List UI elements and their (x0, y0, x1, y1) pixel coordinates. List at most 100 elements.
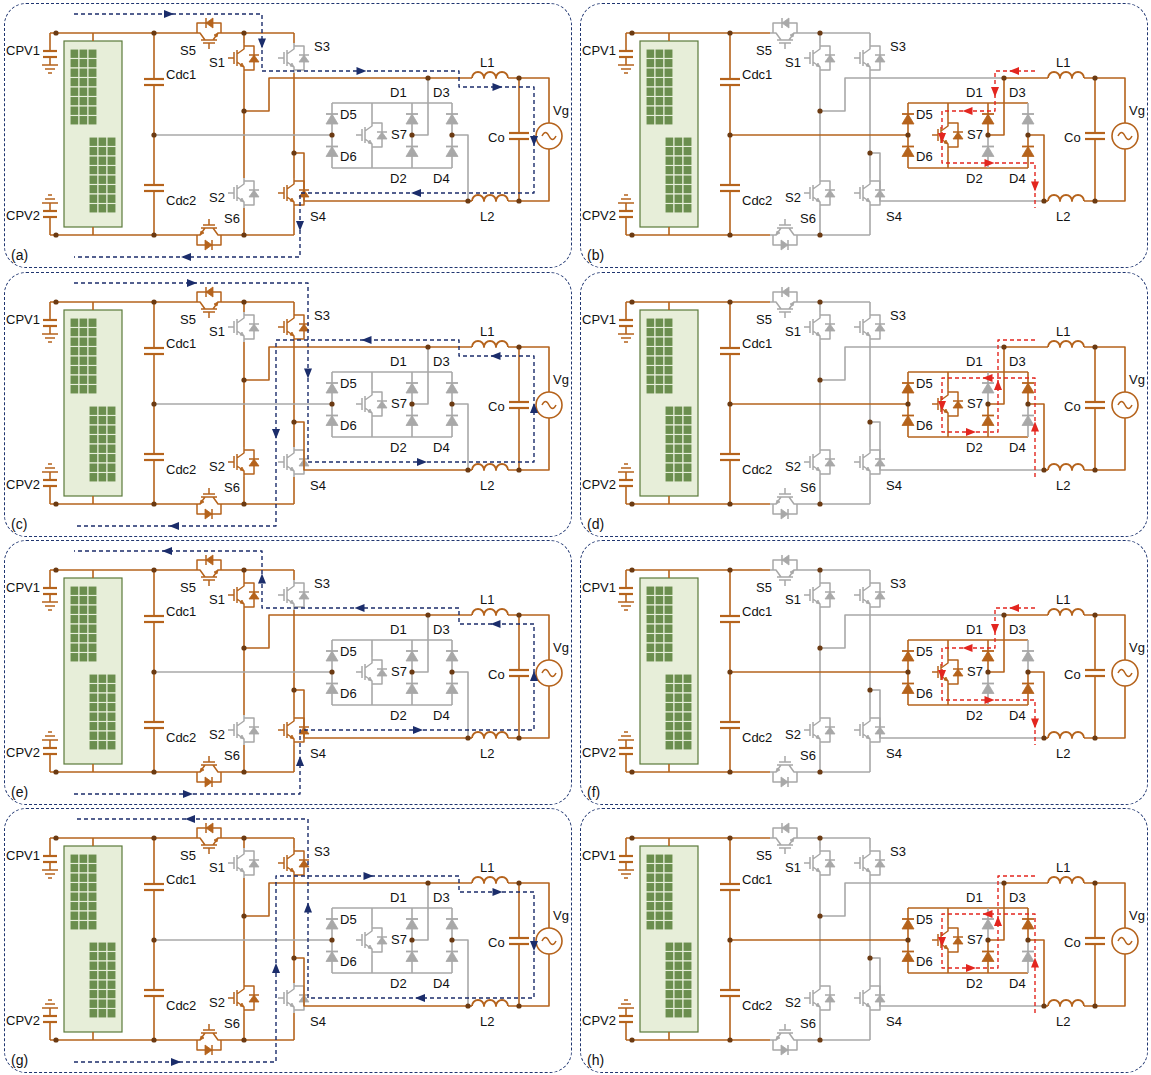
pv-cell (683, 416, 692, 426)
junction-dot (867, 955, 872, 960)
wire (618, 195, 634, 203)
wire (49, 1008, 51, 1016)
pv-cell (646, 921, 655, 931)
wire (518, 408, 520, 470)
pv-cell (664, 59, 673, 69)
wire (804, 983, 835, 1013)
wire (1004, 614, 1048, 616)
wire (869, 302, 871, 312)
pv-cell (107, 444, 116, 454)
junction-dot (727, 835, 732, 840)
current-path (74, 819, 534, 1062)
circuit-panel: (h) (580, 808, 1148, 1073)
pv-cell (674, 1009, 683, 1019)
pv-cell (89, 435, 98, 445)
current-arrow (357, 67, 367, 75)
igbt-switch (854, 43, 885, 73)
wire (770, 823, 800, 854)
junction-dot (985, 401, 990, 406)
circuit-panel: (c) (4, 272, 572, 537)
pv-cell (79, 97, 88, 107)
emitter-arrow (290, 1003, 294, 1007)
wire (43, 56, 57, 58)
wire (1085, 937, 1105, 939)
junction-dot (1041, 1003, 1046, 1008)
component-label: Cdc2 (742, 730, 772, 745)
diode-symbol (326, 952, 338, 962)
wire (625, 570, 627, 588)
current-arrow (493, 888, 503, 896)
current-arrow (169, 522, 179, 530)
wire (1028, 404, 1044, 470)
emitter-arrow (240, 735, 244, 739)
wire (982, 918, 994, 920)
junction-dot (151, 669, 156, 674)
pv-cell (79, 586, 88, 596)
wire (1004, 882, 1048, 884)
wire (1085, 669, 1105, 671)
pv-cell (88, 87, 97, 97)
pv-cell (655, 921, 664, 931)
wire (720, 721, 740, 723)
pv-cell (88, 854, 97, 864)
circuit-panel: (g) (4, 808, 572, 1073)
wire (194, 823, 224, 854)
wire (902, 918, 914, 920)
pv-cell (655, 106, 664, 116)
wire (982, 415, 994, 417)
igbt-switch (770, 823, 800, 854)
junction-dot (425, 75, 430, 80)
pv-cell (107, 473, 116, 483)
wire (144, 721, 164, 723)
wire (508, 347, 549, 392)
emitter-arrow (290, 735, 294, 739)
component-label: S4 (310, 478, 326, 493)
diode-symbol (782, 555, 789, 565)
current-arrow (994, 916, 1002, 926)
wire (509, 937, 529, 939)
pv-cell (655, 59, 664, 69)
wire (619, 485, 633, 487)
pv-cell (683, 712, 692, 722)
wire (800, 32, 870, 34)
component-label: D2 (390, 976, 407, 991)
wire (729, 33, 731, 79)
wire (1094, 78, 1096, 133)
wire (293, 73, 295, 178)
pv-cell (98, 980, 107, 990)
junction-dot (241, 299, 246, 304)
wire (518, 347, 520, 402)
pv-cell (107, 703, 116, 713)
component-label: D5 (340, 912, 357, 927)
wire (869, 610, 871, 715)
wire (224, 503, 294, 505)
component-label: CPV2 (582, 208, 616, 223)
pv-cell (646, 902, 655, 912)
wire (332, 704, 452, 706)
wire (542, 938, 556, 945)
pv-cell (655, 902, 664, 912)
pv-cell (88, 385, 97, 395)
wire (452, 135, 468, 201)
wire (626, 503, 770, 505)
igbt-switch (278, 43, 309, 73)
diode-symbol (206, 287, 213, 297)
current-arrow (258, 39, 266, 49)
junction-dot (727, 567, 732, 572)
diode-symbol (902, 684, 914, 694)
wire (720, 459, 740, 461)
igbt-switch (228, 43, 259, 73)
grid-source (536, 928, 562, 954)
wire (144, 459, 164, 461)
diode-symbol (982, 416, 994, 426)
diode-symbol (326, 383, 338, 393)
component-label: D4 (433, 171, 450, 186)
junction-dot (867, 687, 872, 692)
wire (729, 940, 731, 990)
pv-cell (70, 385, 79, 395)
current-arrow (272, 429, 280, 439)
pv-cell (646, 883, 655, 893)
pv-array (640, 578, 698, 764)
junction-dot (905, 401, 910, 406)
component-label: L2 (1056, 1014, 1070, 1029)
